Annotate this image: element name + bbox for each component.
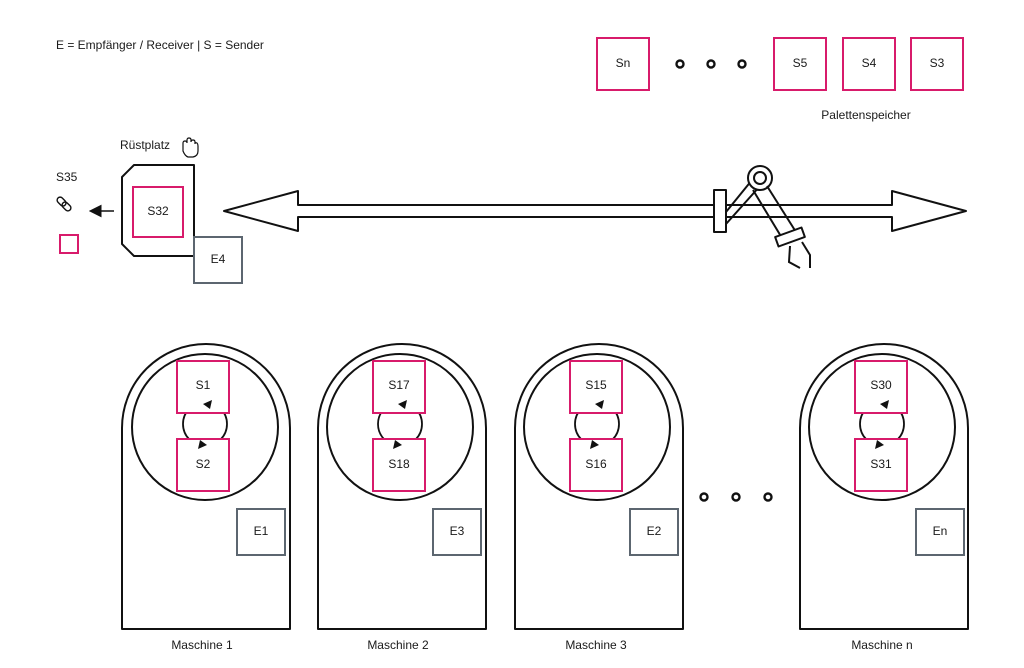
machine-body <box>514 343 684 630</box>
machine-receiver-label: E3 <box>450 524 465 538</box>
ellipsis-dot <box>699 492 709 502</box>
machine-receiver <box>236 508 286 556</box>
machine-body <box>121 343 291 630</box>
machine-turntable <box>131 353 279 501</box>
ellipsis-dot <box>731 492 741 502</box>
machine-turntable <box>808 353 956 501</box>
setup-receiver-box <box>193 236 243 284</box>
legend-text: E = Empfänger / Receiver | S = Sender <box>56 38 264 52</box>
storage-label: Palettenspeicher <box>821 108 910 122</box>
ellipsis-dot <box>763 492 773 502</box>
ellipsis-dot <box>706 59 716 69</box>
machine-top-sender-label: S1 <box>196 378 211 392</box>
machine-receiver <box>915 508 965 556</box>
ellipsis-dot <box>737 59 747 69</box>
machine-label: Maschine 1 <box>171 638 233 652</box>
machine-bottom-sender <box>854 438 908 492</box>
machine-bottom-sender <box>176 438 230 492</box>
machine-turntable <box>326 353 474 501</box>
storage-slot-s4 <box>842 37 896 91</box>
external-sender-box <box>59 234 79 254</box>
machine-bottom-sender-label: S2 <box>196 457 211 471</box>
machine-label: Maschine 3 <box>565 638 627 652</box>
storage-slot-s4-label: S4 <box>862 56 877 70</box>
machine-receiver-label: E1 <box>254 524 269 538</box>
robot-arm-icon <box>713 165 811 269</box>
machine-bottom-sender-label: S16 <box>585 457 607 471</box>
setup-sender-box <box>132 186 184 238</box>
machine-receiver <box>629 508 679 556</box>
machine-top-sender <box>176 360 230 414</box>
machine-top-sender <box>569 360 623 414</box>
rotation-arrowheads <box>198 400 889 449</box>
hand-icon <box>182 137 199 158</box>
machine-body <box>799 343 969 630</box>
storage-slot-sn <box>596 37 650 91</box>
link-icon <box>56 196 72 212</box>
setup-receiver-label: E4 <box>211 252 226 266</box>
external-sender-label: S35 <box>56 170 78 184</box>
machine-2: S17 S18 E3 Maschine 2 <box>317 343 487 652</box>
machine-label: Maschine 2 <box>367 638 429 652</box>
ellipsis-dot <box>675 59 685 69</box>
machine-bottom-sender-label: S18 <box>388 457 410 471</box>
robot-carriage <box>713 189 727 233</box>
machine-bottom-sender-label: S31 <box>870 457 892 471</box>
machine-top-sender-label: S15 <box>585 378 607 392</box>
machine-body <box>317 343 487 630</box>
machine-receiver-label: En <box>933 524 948 538</box>
storage-slot-s3-label: S3 <box>930 56 945 70</box>
setup-station: Rüstplatz S32 E4 S35 <box>56 137 243 284</box>
setup-station-label: Rüstplatz <box>120 138 170 152</box>
machine-top-sender-label: S17 <box>388 378 410 392</box>
storage-slot-sn-label: Sn <box>616 56 631 70</box>
setup-station-frame <box>121 164 195 257</box>
machine-3: S15 S16 E2 Maschine 3 <box>514 343 684 652</box>
machine-bottom-sender <box>372 438 426 492</box>
machine-1: S1 S2 E1 Maschine 1 <box>121 343 291 652</box>
machine-turntable <box>523 353 671 501</box>
machine-n: S30 S31 En Maschine n <box>799 343 969 652</box>
pallet-storage: Sn S5 S4 S3 Palettenspeicher <box>596 37 964 122</box>
setup-sender-label: S32 <box>147 204 169 218</box>
machine-top-sender-label: S30 <box>870 378 892 392</box>
machine-bottom-sender <box>569 438 623 492</box>
machine-receiver-label: E2 <box>647 524 662 538</box>
machine-label: Maschine n <box>851 638 912 652</box>
storage-slot-s5 <box>773 37 827 91</box>
storage-slot-s3 <box>910 37 964 91</box>
rail-track-arrow <box>223 190 967 232</box>
storage-slot-s5-label: S5 <box>793 56 808 70</box>
machine-receiver <box>432 508 482 556</box>
